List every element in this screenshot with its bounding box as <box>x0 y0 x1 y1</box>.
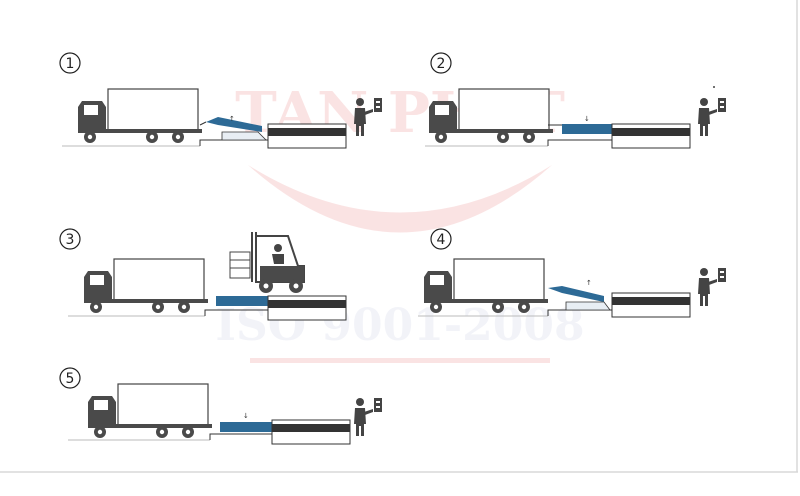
worker-icon <box>698 98 726 136</box>
dock-leveler <box>204 296 268 316</box>
svg-text:2: 2 <box>437 56 446 72</box>
svg-text:1: 1 <box>66 56 75 72</box>
svg-text:↓: ↓ <box>243 412 249 420</box>
dock-leveler: ↓ <box>209 412 272 440</box>
svg-text:↓: ↓ <box>584 115 590 123</box>
circled-number-1-icon: 1 <box>59 52 81 74</box>
dock-leveler: ↑ <box>547 279 612 316</box>
svg-text:5: 5 <box>66 371 75 387</box>
loading-dock-platform <box>271 419 351 445</box>
worker-icon <box>354 398 382 436</box>
step-1: 1 ↑ <box>59 52 382 149</box>
loading-dock-platform <box>267 295 347 321</box>
svg-text:4: 4 <box>437 232 446 248</box>
truck-icon <box>77 88 203 144</box>
forklift-icon <box>229 231 305 294</box>
step-4: 4 ↑ <box>418 228 726 318</box>
svg-text:3: 3 <box>66 232 75 248</box>
svg-text:↑: ↑ <box>229 115 235 123</box>
circled-number-3-icon: 3 <box>59 228 81 250</box>
dock-leveler: ↓ <box>547 115 612 146</box>
svg-text:↑: ↑ <box>586 279 592 287</box>
loading-dock-platform <box>267 123 347 149</box>
worker-icon <box>698 268 726 306</box>
circled-number-2-icon: 2 <box>430 52 452 74</box>
circled-number-4-icon: 4 <box>430 228 452 250</box>
truck-icon <box>87 383 213 439</box>
step-2: 2 ↓ <box>425 52 726 149</box>
step-3: 3 <box>59 228 347 321</box>
step-5: 5 ↓ <box>59 367 382 445</box>
circled-number-5-icon: 5 <box>59 367 81 389</box>
dock-leveler: ↑ <box>199 115 268 146</box>
loading-dock-platform <box>611 123 691 149</box>
truck-icon <box>83 258 209 314</box>
loading-dock-platform <box>611 292 691 318</box>
